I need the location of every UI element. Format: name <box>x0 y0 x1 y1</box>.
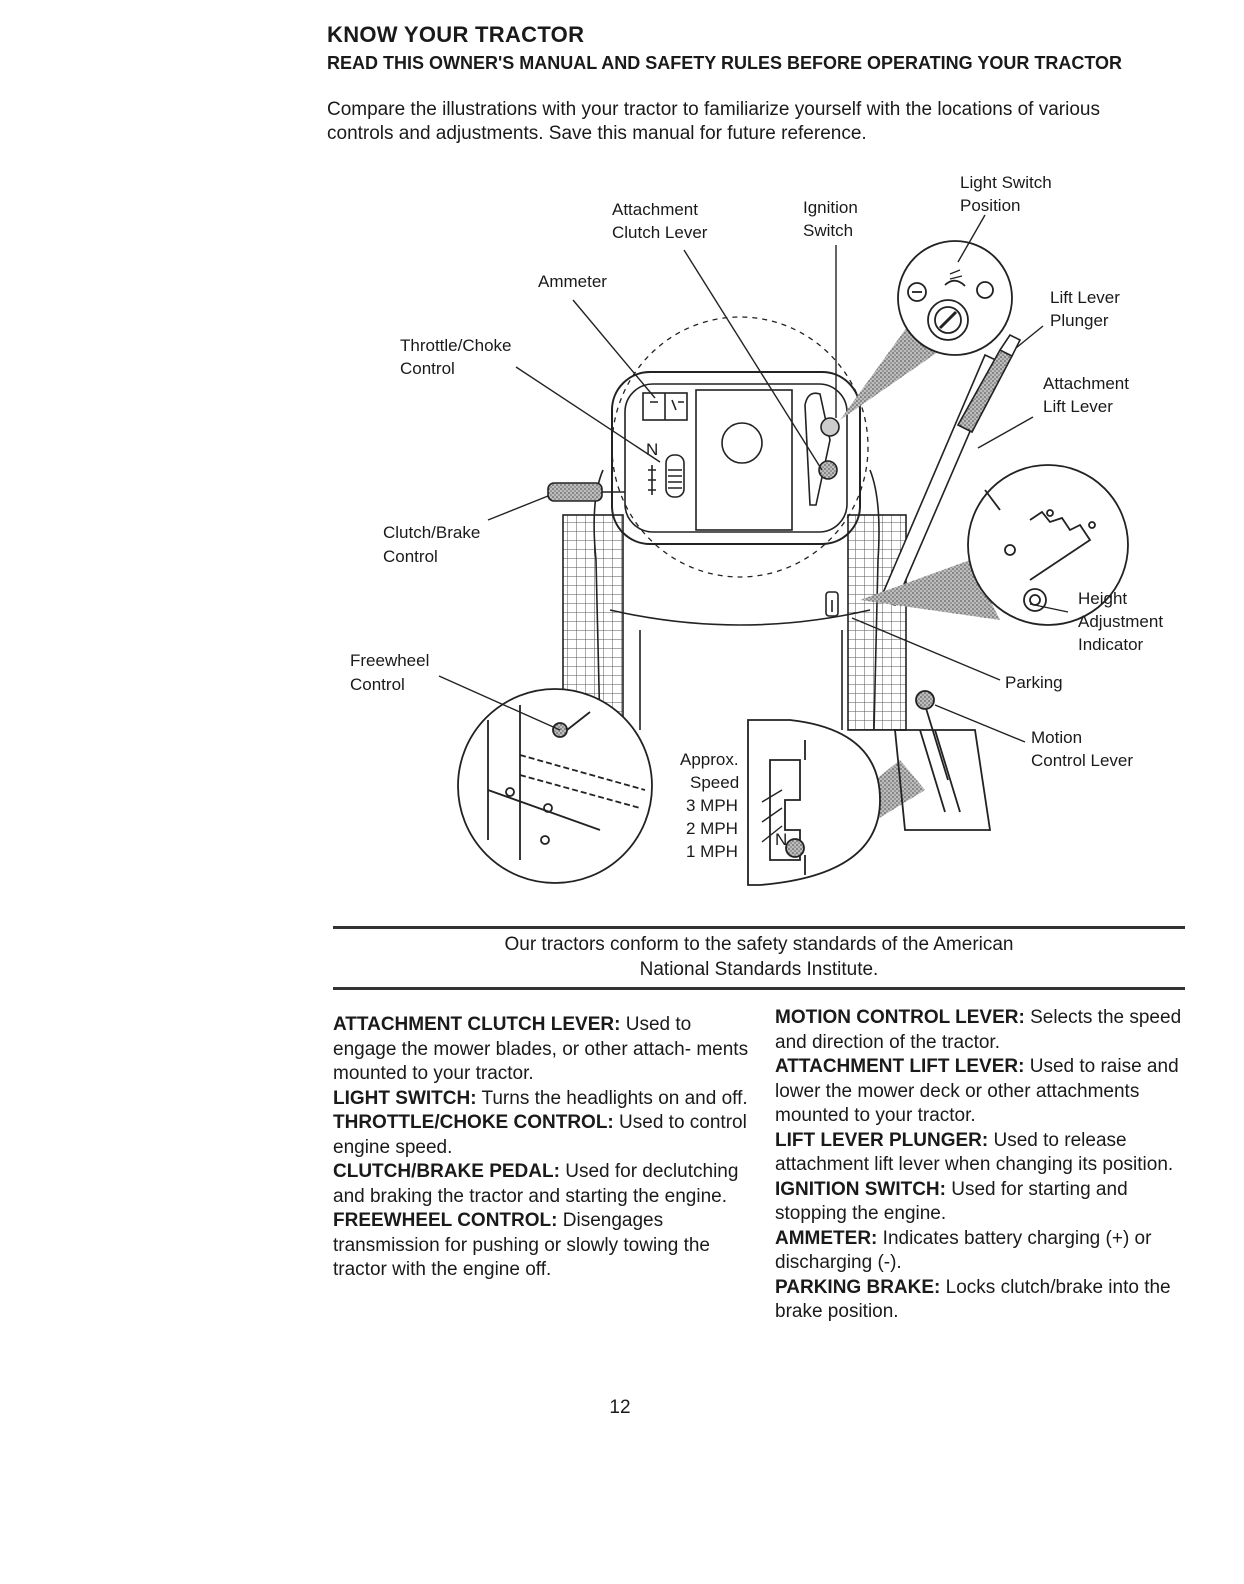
label-ignition-switch-1: Ignition <box>803 198 858 217</box>
tractor-body <box>562 371 907 731</box>
notice-rule-top <box>333 926 1185 929</box>
height-indicator-inset <box>860 464 1129 626</box>
motion-neutral-letter: N <box>775 830 787 849</box>
definition-text: Used for declutching and braking the tra… <box>333 1161 739 1207</box>
page-number: 12 <box>609 1397 631 1418</box>
definition-term: MOTION CONTROL LEVER: <box>775 1007 1025 1028</box>
definition-text: Locks clutch/brake into the brake positi… <box>775 1276 1171 1323</box>
label-ammeter: Ammeter <box>538 272 607 291</box>
definition-text: Selects the speed and direction of the t… <box>775 1007 1182 1053</box>
label-ignition-switch-2: Switch <box>803 221 853 240</box>
motion-control-inset <box>747 719 925 886</box>
definition-ammeter: AMMETER: Indicates battery charging (+) … <box>775 1227 1195 1276</box>
definition-throttle-choke-control: THROTTLE/CHOKE CONTROL: Used to control … <box>333 1111 753 1160</box>
label-throttle-choke-2: Control <box>400 359 455 378</box>
diagram-labels: Attachment Clutch Lever Ignition Switch … <box>350 173 1163 861</box>
label-freewheel-2: Control <box>350 675 405 694</box>
label-approx: Approx. <box>680 750 739 769</box>
definition-text: Used to control engine speed. <box>333 1112 747 1158</box>
label-attachment-lift-lever-1: Attachment <box>1043 374 1129 393</box>
label-attachment-clutch-lever-1: Attachment <box>612 200 698 219</box>
label-speed-1mph: 1 MPH <box>686 842 738 861</box>
definitions-right-column: MOTION CONTROL LEVER: Selects the speed … <box>775 1006 1195 1325</box>
label-motion-control-2: Control Lever <box>1031 751 1133 770</box>
label-attachment-lift-lever-2: Lift Lever <box>1043 397 1113 416</box>
definition-term: ATTACHMENT CLUTCH LEVER: <box>333 1014 621 1035</box>
definition-term: FREEWHEEL CONTROL: <box>333 1210 558 1231</box>
definition-term: PARKING BRAKE: <box>775 1276 941 1298</box>
definition-ignition-switch: IGNITION SWITCH: Used for starting and s… <box>775 1178 1195 1227</box>
intro-paragraph: Compare the illustrations with your trac… <box>327 99 1100 144</box>
definition-term: AMMETER: <box>775 1227 878 1249</box>
label-parking: Parking <box>1005 673 1063 692</box>
label-light-switch-position-1: Light Switch <box>960 173 1052 192</box>
label-attachment-clutch-lever-2: Clutch Lever <box>612 223 708 242</box>
definitions-left-column: ATTACHMENT CLUTCH LEVER: Used to engage … <box>333 1013 753 1283</box>
clutch-brake-pedal-icon <box>547 482 625 502</box>
label-clutch-brake-1: Clutch/Brake <box>383 523 480 542</box>
label-height-3: Indicator <box>1078 635 1144 654</box>
safety-notice-line-2: National Standards Institute. <box>639 959 879 980</box>
definition-light-switch: LIGHT SWITCH: Turns the headlights on an… <box>333 1087 753 1112</box>
label-lift-lever-plunger-1: Lift Lever <box>1050 288 1120 307</box>
freewheel-detail-inset <box>457 688 653 884</box>
definition-text: Disengages transmission for pushing or s… <box>333 1210 711 1280</box>
leader-lines <box>438 214 1069 843</box>
definition-text: Turns the headlights on and off. <box>476 1087 748 1109</box>
definition-term: LIGHT SWITCH: <box>333 1087 477 1109</box>
safety-notice: Our tractors conform to the safety stand… <box>333 932 1185 982</box>
page-title: KNOW YOUR TRACTOR <box>327 22 585 47</box>
notice-rule-bottom <box>333 987 1185 990</box>
label-lift-lever-plunger-2: Plunger <box>1050 311 1109 330</box>
definition-freewheel-control: FREEWHEEL CONTROL: Disengages transmissi… <box>333 1209 753 1283</box>
definition-parking-brake: PARKING BRAKE: Locks clutch/brake into t… <box>775 1276 1195 1325</box>
definition-term: LIFT LEVER PLUNGER: <box>775 1129 989 1151</box>
label-motion-control-1: Motion <box>1031 728 1082 747</box>
label-speed: Speed <box>690 773 739 792</box>
definition-attachment-clutch-lever: ATTACHMENT CLUTCH LEVER: Used to engage … <box>333 1013 753 1087</box>
safety-notice-line-1: Our tractors conform to the safety stand… <box>504 934 1014 955</box>
label-clutch-brake-2: Control <box>383 547 438 566</box>
definition-term: CLUTCH/BRAKE PEDAL: <box>333 1161 560 1182</box>
label-height-1: Height <box>1078 589 1127 608</box>
motion-control-lever-icon <box>894 690 992 831</box>
label-freewheel-1: Freewheel <box>350 651 429 670</box>
definition-text: Used to release attachment lift lever wh… <box>775 1129 1174 1176</box>
ammeter-gauge-icon <box>642 392 688 421</box>
definition-clutch-brake-pedal: CLUTCH/BRAKE PEDAL: Used for declutching… <box>333 1160 753 1209</box>
parking-brake-icon <box>825 591 839 617</box>
definition-attachment-lift-lever: ATTACHMENT LIFT LEVER: Used to raise and… <box>775 1055 1195 1129</box>
definition-motion-control-lever: MOTION CONTROL LEVER: Selects the speed … <box>775 1006 1195 1055</box>
definition-term: ATTACHMENT LIFT LEVER: <box>775 1056 1025 1077</box>
definition-text: Used to engage the mower blades, or othe… <box>333 1014 749 1084</box>
label-speed-2mph: 2 MPH <box>686 819 738 838</box>
definition-lift-lever-plunger: LIFT LEVER PLUNGER: Used to release atta… <box>775 1129 1195 1178</box>
dash-zoom-outline <box>611 316 869 578</box>
label-height-2: Adjustment <box>1078 612 1163 631</box>
page-subtitle: READ THIS OWNER'S MANUAL AND SAFETY RULE… <box>327 53 1122 73</box>
definition-text: Used to raise and lower the mower deck o… <box>775 1056 1179 1126</box>
definition-text: Indicates battery charging (+) or discha… <box>775 1227 1152 1274</box>
label-light-switch-position-2: Position <box>960 196 1020 215</box>
label-throttle-choke-1: Throttle/Choke <box>400 336 512 355</box>
definition-term: THROTTLE/CHOKE CONTROL: <box>333 1112 614 1133</box>
tractor-controls-diagram: N <box>350 173 1163 886</box>
label-speed-3mph: 3 MPH <box>686 796 738 815</box>
throttle-knob-icon <box>648 454 685 498</box>
definition-text: Used for starting and stopping the engin… <box>775 1178 1128 1225</box>
definition-term: IGNITION SWITCH: <box>775 1178 946 1200</box>
ignition-detail-inset <box>840 240 1013 420</box>
